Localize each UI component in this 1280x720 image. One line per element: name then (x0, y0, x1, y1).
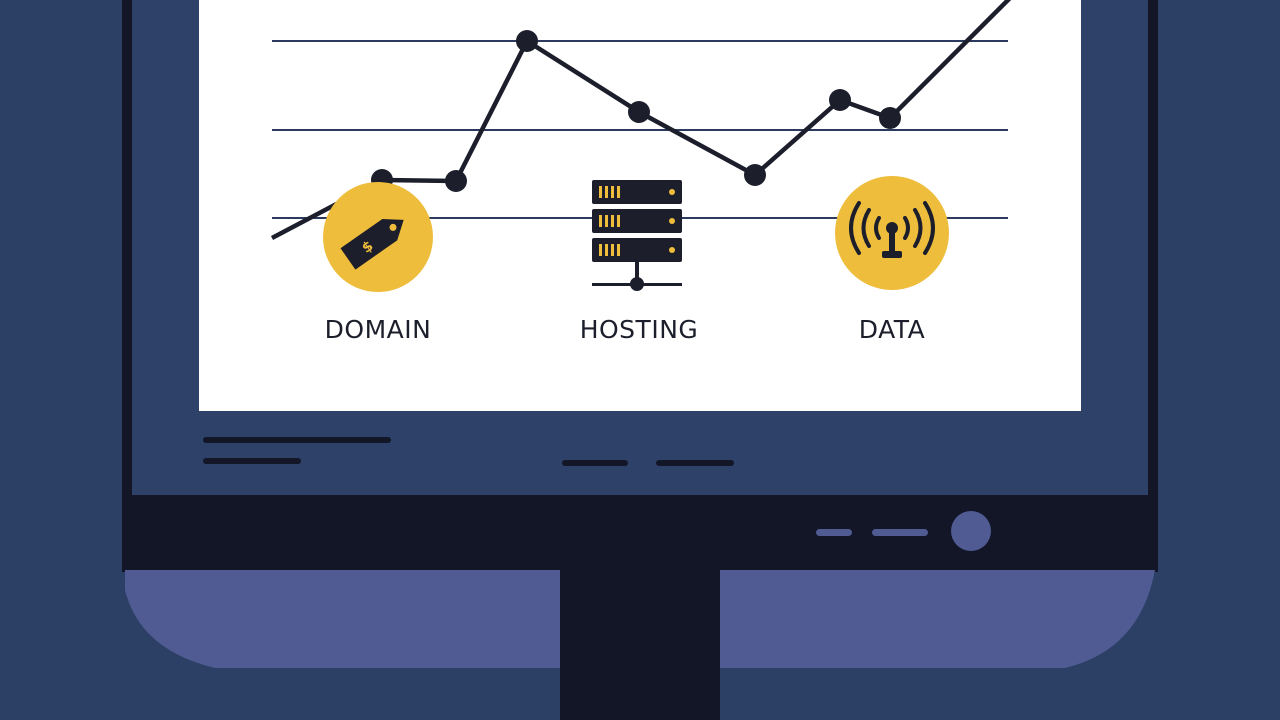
stand-neck (560, 570, 720, 720)
panel-line (203, 458, 301, 464)
trend-point (744, 164, 766, 186)
antenna-signal-icon (835, 176, 949, 290)
power-button[interactable] (951, 511, 991, 551)
panel-line (562, 460, 628, 466)
label-hosting: HOSTING (579, 315, 699, 344)
price-tag-icon: $ (323, 182, 433, 292)
trend-point (879, 107, 901, 129)
server-rack-icon (592, 180, 682, 291)
trend-point (829, 89, 851, 111)
stand-base-left (490, 668, 560, 720)
label-data: DATA (858, 315, 926, 344)
indicator-light (816, 529, 852, 536)
stand-left-wing (125, 570, 560, 668)
monitor-chin (122, 495, 1158, 572)
trend-point (516, 30, 538, 52)
panel-line (656, 460, 734, 466)
indicator-light (872, 529, 928, 536)
trend-point (628, 101, 650, 123)
stand-right-wing (720, 570, 1155, 668)
label-domain: DOMAIN (324, 315, 432, 344)
panel-line (203, 437, 391, 443)
trend-point (445, 170, 467, 192)
